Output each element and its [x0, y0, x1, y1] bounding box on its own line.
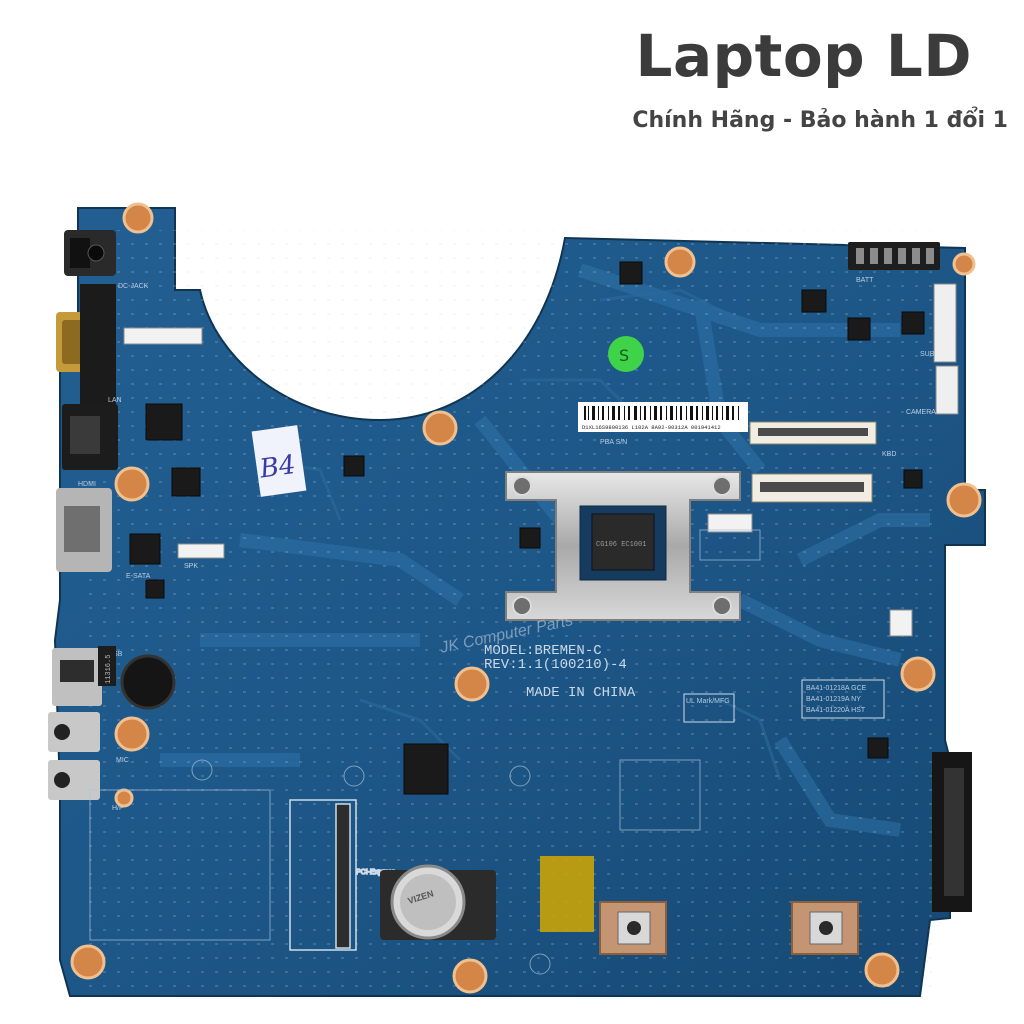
dc-jack-port: DC-JACK	[64, 230, 149, 290]
rev-line: REV:1.1(100210)-4	[484, 657, 627, 673]
label-sub: SUB	[920, 351, 935, 358]
mounting-holes	[70, 202, 982, 994]
barcode-text: D1XL16S9800136 L102A 8A92-00312A 0019414…	[582, 424, 721, 431]
silkscreen-outlines	[89, 529, 761, 975]
usb-port: USB	[52, 648, 123, 706]
cmos-battery: VIZEN	[380, 864, 496, 940]
label-mic: MIC	[116, 757, 129, 764]
tact-buttons	[599, 901, 859, 955]
label-spk: SPK	[184, 563, 198, 570]
audio-jacks: MIC H/P	[48, 712, 129, 812]
ic-chips	[129, 261, 925, 795]
parts-line-2: BA41-01219A NY	[806, 696, 861, 703]
sticker-letter: S	[619, 346, 629, 365]
keyboard-connectors: KBD	[749, 421, 896, 503]
brand-title: Laptop LD	[635, 22, 972, 90]
parts-table: BA41-01218A GCE BA41-01219A NY BA41-0122…	[801, 679, 885, 719]
buzzer	[120, 654, 176, 710]
usb-chip-mark: 11316.5	[105, 655, 113, 684]
lan-port: LAN	[62, 397, 122, 470]
label-hdmi: HDMI	[78, 481, 96, 488]
made-in-line: MADE IN CHINA	[526, 685, 636, 701]
sub-connector	[933, 283, 957, 363]
parts-line-3: BA41-01220A HST	[806, 707, 866, 714]
label-ul-mark: UL Mark/MFG	[686, 698, 730, 705]
label-dc-jack: DC-JACK	[118, 283, 149, 290]
hdmi-port: HDMI	[56, 481, 112, 572]
label-pci-express: PCI-Express	[356, 869, 396, 876]
handwritten-label: B4	[251, 425, 307, 497]
handwritten-text: B4	[257, 450, 297, 485]
label-pba-sn: PBA S/N	[600, 439, 627, 446]
battery-connector: BATT	[848, 242, 940, 284]
small-connectors	[123, 327, 913, 637]
chipset: CG106 EC1001	[579, 505, 667, 581]
kapton-tape	[540, 856, 594, 932]
barcode-sticker: D1XL16S9800136 L102A 8A92-00312A 0019414…	[578, 402, 748, 446]
camera-connector	[935, 365, 959, 415]
sata-connector	[932, 752, 972, 912]
label-hp: H/P	[112, 805, 124, 812]
parts-line-1: BA41-01218A GCE	[806, 685, 867, 692]
label-batt: BATT	[856, 277, 874, 284]
usb-chip: 11316.5	[98, 646, 116, 686]
chip-mark: CG106 EC1001	[596, 541, 646, 549]
vga-port	[56, 284, 116, 404]
label-camera: CAMERA	[906, 409, 936, 416]
ul-mark-box	[683, 693, 735, 723]
green-sticker: S	[608, 336, 644, 372]
brand-subtitle: Chính Hãng - Bảo hành 1 đổi 1	[632, 108, 1008, 133]
model-line: MODEL:BREMEN-C	[484, 643, 602, 659]
label-esata: E-SATA	[126, 573, 151, 580]
label-kbd: KBD	[882, 451, 896, 458]
label-lan: LAN	[108, 397, 122, 404]
mini-pcie-slot: PCI-Express	[289, 799, 397, 951]
